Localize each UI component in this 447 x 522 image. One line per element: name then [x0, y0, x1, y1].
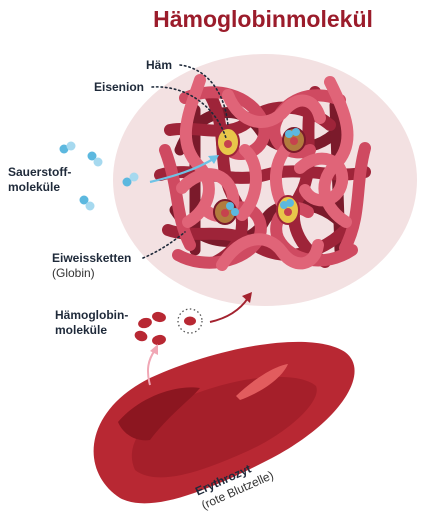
- label-chains-line1: Eiweissketten: [52, 251, 131, 265]
- leader-iron: [151, 86, 227, 139]
- iron-ion: [224, 140, 232, 148]
- hemoglobin-molecule: [154, 74, 371, 271]
- haem-group-top-left: [216, 127, 240, 157]
- oxygen-molecule: [122, 172, 139, 187]
- cell-content-arrow: [146, 344, 158, 386]
- diagram-title: Hämoglobinmolekül: [153, 6, 373, 32]
- label-oxygen-line1: Sauerstoff-: [8, 165, 71, 179]
- erythrocyte: [93, 341, 355, 504]
- zoom-arrow: [209, 292, 252, 323]
- label-iron-ion: Eisenion: [94, 80, 144, 94]
- haem-group-top-right: [282, 127, 306, 153]
- label-haem: Häm: [146, 58, 172, 72]
- label-hb-molecules-line2: moleküle: [55, 323, 107, 337]
- label-oxygen-line2: moleküle: [8, 180, 60, 194]
- erythrocyte-highlight: [236, 364, 288, 400]
- oxygen-molecule: [59, 141, 76, 154]
- label-chains-line2: (Globin): [52, 266, 95, 280]
- haem-group-bottom-right: [276, 195, 300, 225]
- highlighted-hemoglobin-dot: [184, 316, 196, 326]
- oxygen-bound: [285, 130, 293, 138]
- oxygen-molecule: [79, 195, 95, 211]
- oxygen-molecules: [59, 141, 139, 211]
- leader-haem: [179, 64, 229, 127]
- hemoglobin-molecule-dots: [134, 308, 203, 346]
- haem-group-bottom-left: [213, 199, 239, 225]
- label-hb-molecules-line1: Hämoglobin-: [55, 308, 128, 322]
- leader-lines: [142, 64, 229, 259]
- oxygen-molecule: [87, 151, 103, 167]
- oxygen-binding-arrow: [149, 155, 219, 184]
- leader-chains: [142, 231, 186, 259]
